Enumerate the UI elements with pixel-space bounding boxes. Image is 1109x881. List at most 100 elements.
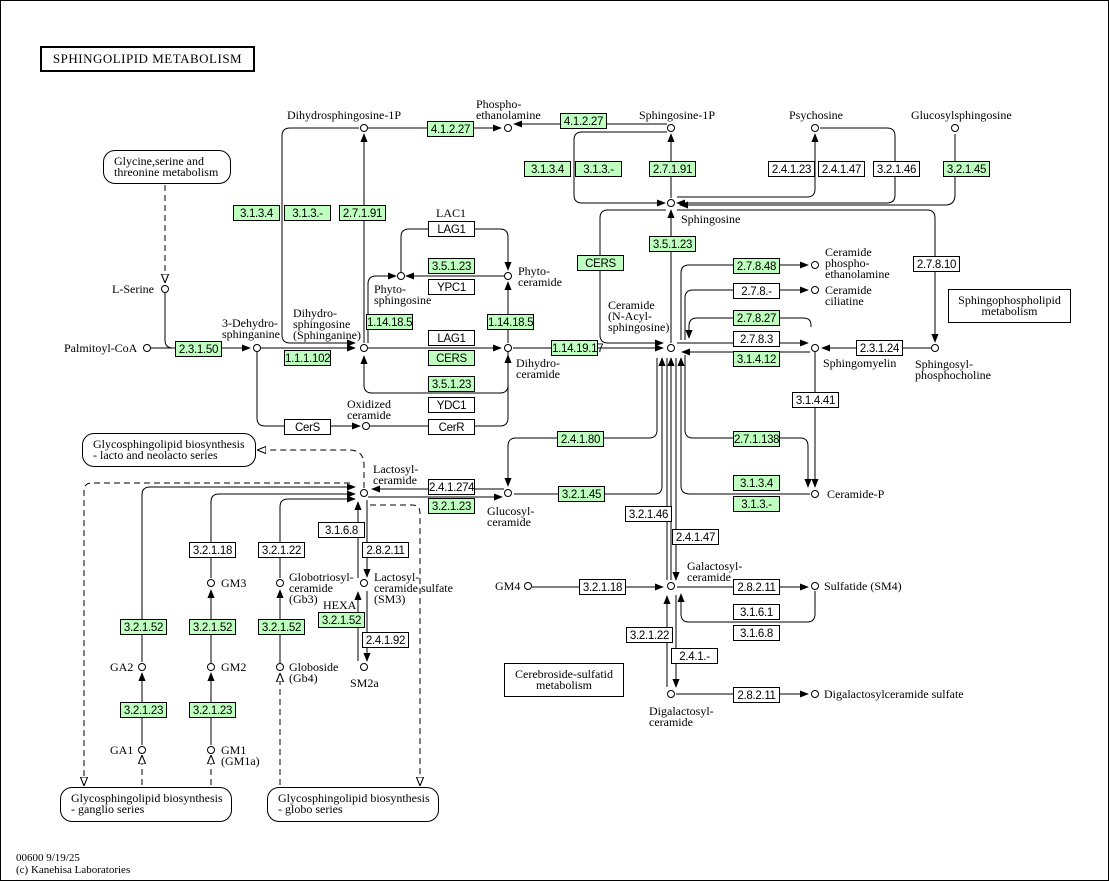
enzyme-3-2-1-22[interactable]: 3.2.1.22 [258,542,305,558]
enzyme-2-4-1-23[interactable]: 2.4.1.23 [768,161,815,177]
enzyme-cerr[interactable]: CerR [428,419,475,435]
node-phytosphingosine[interactable] [397,272,405,280]
node-phosphoethanolamine[interactable] [504,124,512,132]
enzyme-3-2-1-52[interactable]: 3.2.1.52 [258,619,305,635]
enzyme-cers[interactable]: CerS [284,419,331,435]
enzyme-2-7-1-91[interactable]: 2.7.1.91 [339,205,386,221]
node-lserine[interactable] [161,285,169,293]
enzyme-1-14-18-5[interactable]: 1.14.18.5 [366,314,413,330]
enzyme-lag1[interactable]: LAG1 [428,221,475,237]
enzyme-3-5-1-23[interactable]: 3.5.1.23 [428,258,475,274]
map-glycosphingolipid-globo[interactable]: Glycosphingolipid biosynthesis - globo s… [267,787,439,822]
enzyme-3-2-1-52[interactable]: 3.2.1.52 [189,619,236,635]
enzyme-3-5-1-23[interactable]: 3.5.1.23 [649,236,696,252]
node-dihydroceramide[interactable] [504,344,512,352]
enzyme-1-14-18-5[interactable]: 1.14.18.5 [487,314,534,330]
enzyme-3-1-4-12[interactable]: 3.1.4.12 [733,351,780,367]
enzyme-2-7-8-27[interactable]: 2.7.8.27 [733,310,780,326]
enzyme-2-4-1-47[interactable]: 2.4.1.47 [672,529,719,545]
enzyme-3-1-6-8[interactable]: 3.1.6.8 [733,625,780,641]
enzyme-2-8-2-11[interactable]: 2.8.2.11 [733,687,780,703]
node-sm2a[interactable] [360,663,368,671]
node-gm1[interactable] [207,746,215,754]
enzyme-3-1-3--[interactable]: 3.1.3.- [733,496,780,512]
node-phytoceramide[interactable] [504,272,512,280]
node-ceramide[interactable] [667,344,675,352]
node-galactosylceramide[interactable] [667,582,675,590]
enzyme-3-1-3--[interactable]: 3.1.3.- [284,205,331,221]
node-ceramide-p[interactable] [811,490,819,498]
node-ceramide-ciliatine[interactable] [811,286,819,294]
map-cerebroside-sulfatid[interactable]: Cerebroside-sulfatid metabolism [504,663,624,697]
enzyme-2-4-1--[interactable]: 2.4.1.- [671,648,718,664]
node-ga2[interactable] [138,663,146,671]
node-digalactosylceramide-sulfate[interactable] [811,690,819,698]
enzyme-3-1-6-8[interactable]: 3.1.6.8 [318,522,365,538]
node-dihydrosphingosine-1p[interactable] [360,124,368,132]
enzyme-lag1[interactable]: LAG1 [428,330,475,346]
enzyme-3-1-3--[interactable]: 3.1.3.- [575,161,622,177]
enzyme-3-2-1-46[interactable]: 3.2.1.46 [625,506,672,522]
enzyme-2-7-8--[interactable]: 2.7.8.- [733,283,780,299]
map-glycine-serine-threonine[interactable]: Glycine,serine and threonine metabolism [103,150,231,184]
enzyme-3-2-1-18[interactable]: 3.2.1.18 [189,542,236,558]
enzyme-ydc1[interactable]: YDC1 [428,397,475,413]
node-sphingomyelin[interactable] [811,344,819,352]
enzyme-2-7-8-10[interactable]: 2.7.8.10 [913,256,960,272]
node-3-dehydrosphinganine[interactable] [253,344,261,352]
enzyme-3-5-1-23[interactable]: 3.5.1.23 [428,376,475,392]
enzyme-3-2-1-45[interactable]: 3.2.1.45 [943,161,990,177]
enzyme-2-3-1-24[interactable]: 2.3.1.24 [856,340,903,356]
enzyme-2-8-2-11[interactable]: 2.8.2.11 [362,542,409,558]
enzyme-1-14-19-17[interactable]: 1.14.19.17 [551,340,604,356]
node-gb3[interactable] [276,579,284,587]
enzyme-3-1-4-41[interactable]: 3.1.4.41 [792,392,839,408]
enzyme-3-2-1-52[interactable]: 3.2.1.52 [318,612,365,628]
enzyme-4-1-2-27[interactable]: 4.1.2.27 [560,113,607,129]
node-sphingosine[interactable] [667,199,675,207]
enzyme-2-7-1-91[interactable]: 2.7.1.91 [649,161,696,177]
enzyme-3-2-1-45[interactable]: 3.2.1.45 [558,486,605,502]
enzyme-2-4-1-47[interactable]: 2.4.1.47 [818,161,865,177]
enzyme-3-2-1-46[interactable]: 3.2.1.46 [873,161,920,177]
node-digalactosylceramide[interactable] [667,690,675,698]
enzyme-1-1-1-102[interactable]: 1.1.1.102 [284,350,331,366]
enzyme-2-3-1-50[interactable]: 2.3.1.50 [175,341,222,357]
enzyme-cers[interactable]: CERS [428,350,475,366]
enzyme-3-1-3-4[interactable]: 3.1.3.4 [233,205,280,221]
enzyme-2-7-8-48[interactable]: 2.7.8.48 [733,258,780,274]
enzyme-2-7-1-138[interactable]: 2.7.1.138 [733,431,780,447]
node-dihydrosphingosine[interactable] [360,344,368,352]
node-ga1[interactable] [138,746,146,754]
node-lactosylceramide[interactable] [360,489,368,497]
node-sphingosine-1p[interactable] [667,124,675,132]
enzyme-3-1-6-1[interactable]: 3.1.6.1 [733,604,780,620]
node-glucosylsphingosine[interactable] [951,124,959,132]
enzyme-3-2-1-23[interactable]: 3.2.1.23 [189,702,236,718]
enzyme-3-2-1-23[interactable]: 3.2.1.23 [428,498,475,514]
map-glycosphingolipid-ganglio[interactable]: Glycosphingolipid biosynthesis - ganglio… [60,787,232,822]
enzyme-2-4-1-274[interactable]: 2.4.1.274 [428,479,475,495]
node-ceramide-phosphoethanolamine[interactable] [811,261,819,269]
node-glucosylceramide[interactable] [504,489,512,497]
enzyme-3-2-1-52[interactable]: 3.2.1.52 [120,619,167,635]
node-oxidized-ceramide[interactable] [362,422,370,430]
node-sphingosylphosphocholine[interactable] [931,344,939,352]
node-psychosine[interactable] [811,124,819,132]
enzyme-2-8-2-11[interactable]: 2.8.2.11 [733,579,780,595]
node-gm2[interactable] [207,663,215,671]
enzyme-3-1-3-4[interactable]: 3.1.3.4 [524,161,571,177]
enzyme-4-1-2-27[interactable]: 4.1.2.27 [427,121,474,137]
node-gm4[interactable] [524,582,532,590]
enzyme-cers[interactable]: CERS [577,255,624,271]
node-gb4[interactable] [276,663,284,671]
node-sulfatide[interactable] [811,582,819,590]
map-sphingophospholipid[interactable]: Sphingophospholipid metabolism [948,289,1071,323]
enzyme-3-2-1-23[interactable]: 3.2.1.23 [120,702,167,718]
enzyme-2-4-1-92[interactable]: 2.4.1.92 [362,632,409,648]
enzyme-2-4-1-80[interactable]: 2.4.1.80 [557,431,604,447]
map-glycosphingolipid-lacto[interactable]: Glycosphingolipid biosynthesis - lacto a… [82,433,256,467]
node-sm3[interactable] [360,579,368,587]
enzyme-2-7-8-3[interactable]: 2.7.8.3 [733,331,780,347]
enzyme-3-2-1-22[interactable]: 3.2.1.22 [626,627,673,643]
